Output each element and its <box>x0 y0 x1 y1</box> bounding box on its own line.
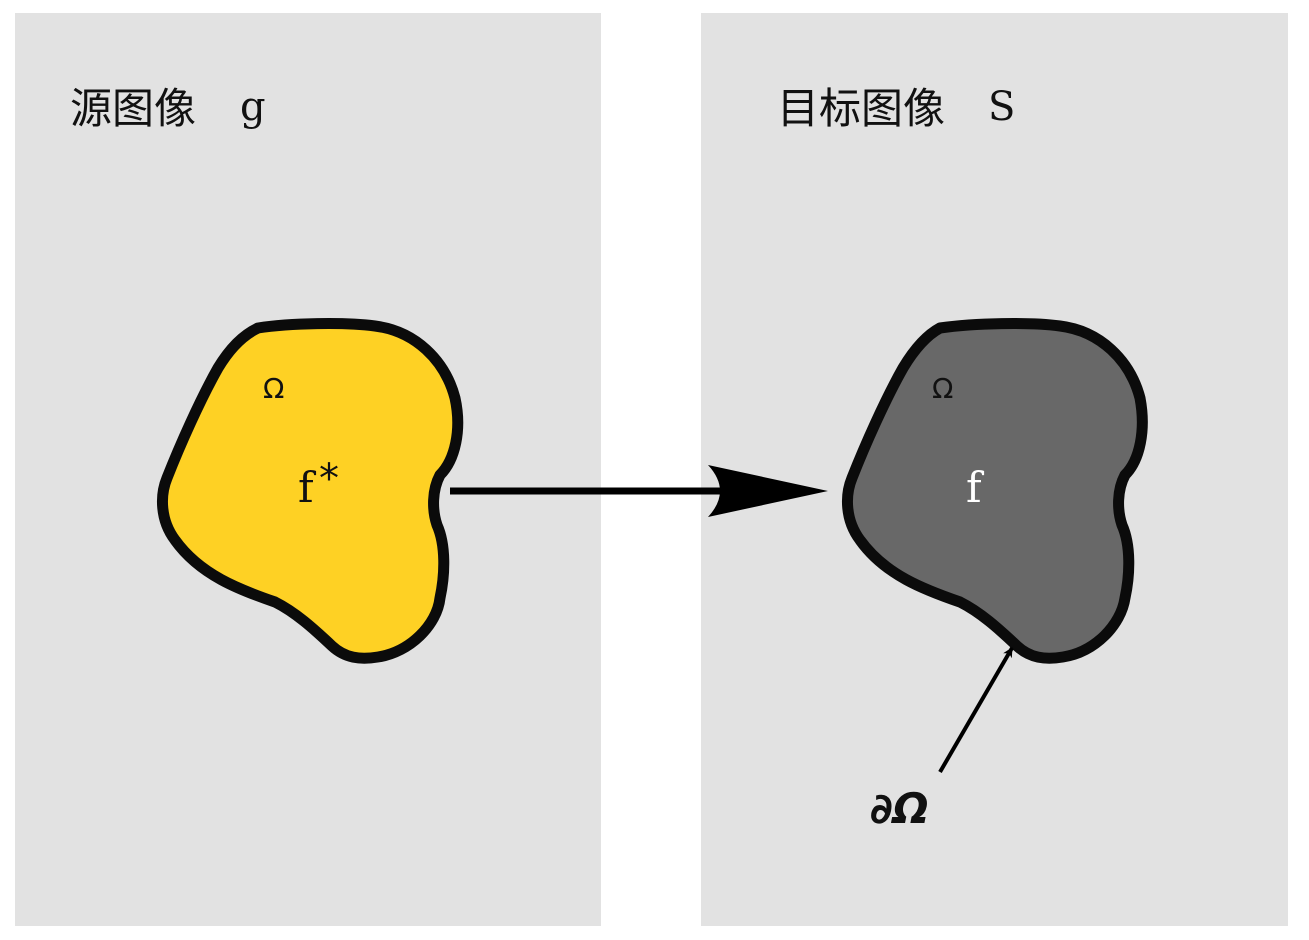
mapping-arrow <box>450 465 828 517</box>
target-region-omega-label: Ω <box>932 372 953 405</box>
boundary-label: ∂Ω <box>870 784 929 833</box>
target-panel-variable: S <box>988 84 1015 130</box>
target-image-panel: 目标图像 S Ω f ∂Ω <box>701 13 1288 926</box>
target-region-function-label: f <box>966 463 985 512</box>
source-panel-title: 源图像 <box>70 84 196 133</box>
source-region-omega <box>157 318 464 664</box>
source-image-panel: 源图像 g Ω f * <box>15 13 601 926</box>
source-region-omega-label: Ω <box>263 372 284 405</box>
target-panel-title: 目标图像 <box>777 84 945 133</box>
target-region-omega <box>842 318 1148 664</box>
source-region-function-label: f <box>298 463 317 512</box>
source-panel-variable: g <box>240 84 266 130</box>
mapping-arrow-head <box>708 465 828 517</box>
source-region-function-superscript: * <box>319 456 339 502</box>
boundary-pointer-arrow <box>938 646 1014 774</box>
